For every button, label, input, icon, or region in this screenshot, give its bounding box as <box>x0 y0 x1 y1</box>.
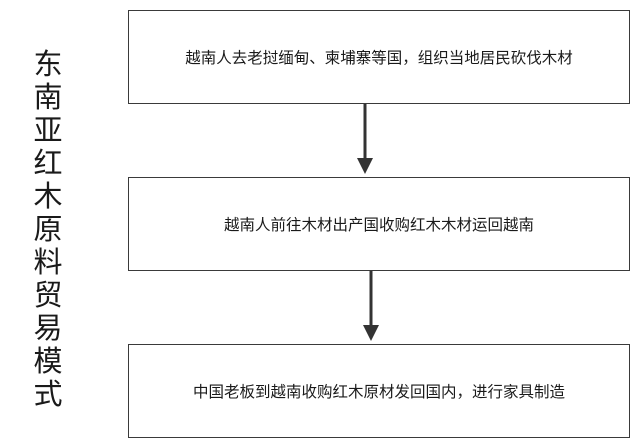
arrow-1-to-2 <box>357 104 373 174</box>
step-box-2: 越南人前往木材出产国收购红木木材运回越南 <box>128 177 630 271</box>
arrow-2-to-3 <box>363 271 379 341</box>
step-text-2: 越南人前往木材出产国收购红木木材运回越南 <box>223 216 534 234</box>
step-box-3: 中国老板到越南收购红木原材发回国内，进行家具制造 <box>128 344 630 438</box>
step-text-3: 中国老板到越南收购红木原材发回国内，进行家具制造 <box>192 383 565 401</box>
arrow-head-2 <box>363 325 379 341</box>
step-text-1: 越南人去老挝缅甸、柬埔寨等国，组织当地居民砍伐木材 <box>185 49 573 67</box>
diagram-title: 东南亚红木原料贸易模式 <box>33 47 63 411</box>
arrow-head-1 <box>357 158 373 174</box>
step-box-1: 越南人去老挝缅甸、柬埔寨等国，组织当地居民砍伐木材 <box>128 10 630 104</box>
